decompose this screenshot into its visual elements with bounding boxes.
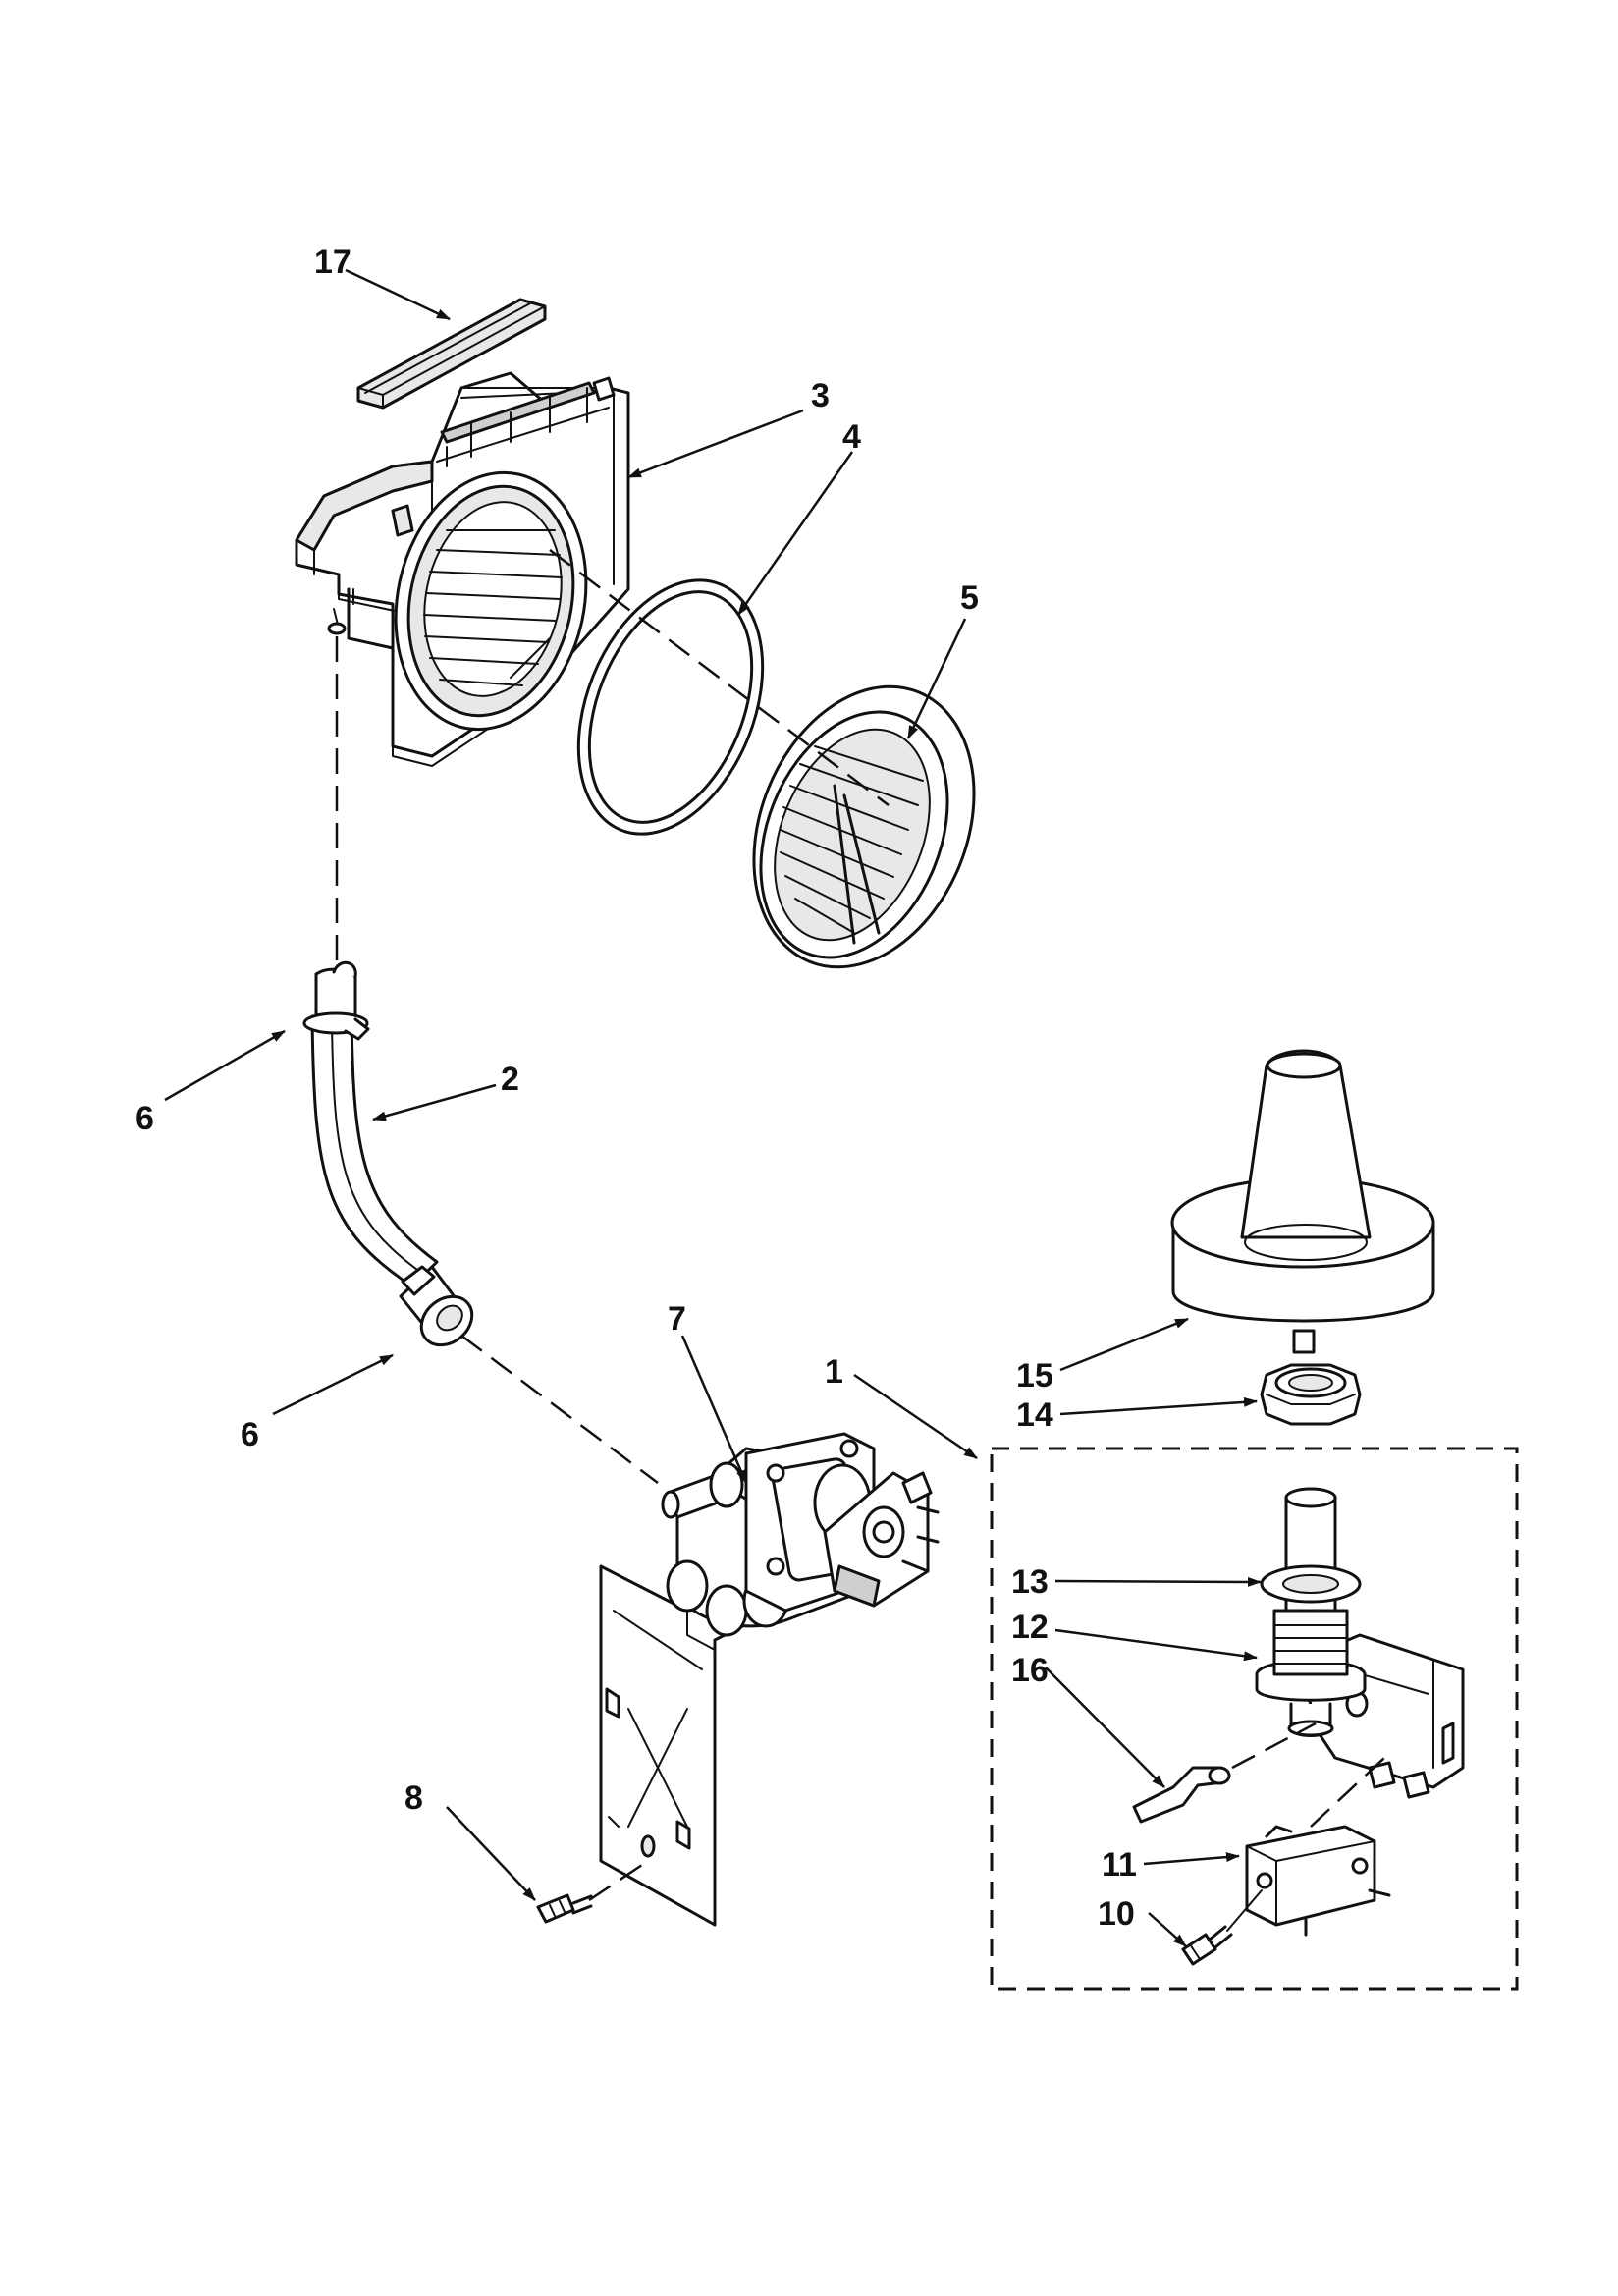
part-1-assembly-boundary <box>990 1447 1519 1991</box>
leader-lines <box>164 268 1262 1947</box>
callout-12: 12 <box>1011 1609 1049 1646</box>
part-4-gasket-ring <box>576 578 765 836</box>
callout-15: 15 <box>1016 1357 1053 1394</box>
part-14-nut <box>1260 1363 1362 1426</box>
part-17-seal-strip <box>356 298 547 410</box>
part-15-float <box>1170 1049 1435 1354</box>
part-2-hose <box>310 1014 439 1288</box>
callout-10: 10 <box>1098 1895 1135 1933</box>
assembly-line-screw <box>588 1859 649 1902</box>
callout-6-upper: 6 <box>135 1100 154 1137</box>
callout-4: 4 <box>842 418 861 456</box>
part-11-microswitch <box>1245 1825 1391 1937</box>
assembly-line-lever <box>1231 1722 1317 1770</box>
callout-6-lower: 6 <box>241 1416 259 1453</box>
part-1-float-switch-assembly <box>1132 1487 1465 1966</box>
part-7-water-valve <box>599 1432 940 1927</box>
callout-16: 16 <box>1011 1652 1049 1689</box>
callout-labels: 17 3 4 5 6 2 6 7 1 15 14 13 12 16 11 10 … <box>135 244 1137 1933</box>
callout-13: 13 <box>1011 1563 1049 1601</box>
assembly-line-switch <box>1310 1757 1385 1828</box>
callout-11: 11 <box>1102 1846 1137 1884</box>
callout-1: 1 <box>825 1353 843 1391</box>
part-5-grille-cover <box>752 684 976 969</box>
callout-5: 5 <box>960 579 979 617</box>
part-6-upper-clamp <box>302 961 370 1041</box>
callout-17: 17 <box>314 244 351 281</box>
part-5-grille-slats <box>780 745 924 934</box>
assembly-line-valve <box>460 1335 659 1484</box>
assembly-line-cover <box>549 549 890 806</box>
part-10-screw <box>1181 1925 1233 1966</box>
part-6-lower-clamp <box>399 1265 474 1347</box>
part-3-fill-housing <box>295 371 630 767</box>
callout-14: 14 <box>1016 1396 1053 1434</box>
callout-3: 3 <box>811 377 830 414</box>
part-16-lever <box>1132 1766 1231 1824</box>
callout-8: 8 <box>404 1779 423 1817</box>
part-13-washer <box>1260 1564 1362 1604</box>
callout-7: 7 <box>668 1300 686 1338</box>
callout-2: 2 <box>501 1061 519 1098</box>
part-12-bushing <box>1255 1609 1367 1737</box>
part-3-grille-slats <box>423 529 563 686</box>
part-8-screw <box>536 1893 593 1924</box>
